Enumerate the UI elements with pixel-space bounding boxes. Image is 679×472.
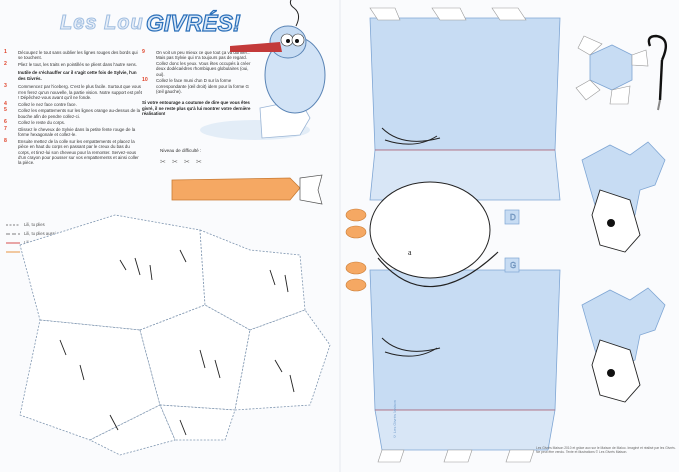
body-mark: a bbox=[408, 248, 412, 257]
intro-text: Inutile de s'échauffer car il s'agit cet… bbox=[18, 70, 137, 81]
title-part-1: Les Lou bbox=[60, 12, 144, 35]
iceberg-net bbox=[19, 214, 331, 456]
scissors-icon: ✂ bbox=[160, 159, 166, 166]
side-credit: © Les Givrés Maison bbox=[392, 400, 397, 440]
eye-net-top bbox=[581, 141, 666, 253]
scissors-icon: ✂ bbox=[184, 159, 190, 166]
title-part-2: GIVRÉS! bbox=[145, 9, 241, 36]
legend-row: Lili, tu plies bbox=[6, 222, 45, 227]
difficulty-label: Niveau de difficulté : bbox=[160, 148, 202, 153]
scissors-icon: ✂ bbox=[172, 159, 178, 166]
body-net bbox=[345, 7, 561, 463]
iceberg-hatch bbox=[59, 249, 295, 436]
sylvie-bird-illustration bbox=[200, 0, 326, 140]
final-note: Si votre entourage a coutume de dire que… bbox=[142, 100, 251, 117]
scissors-icon: ✂ bbox=[196, 159, 202, 166]
eye-label-d: D bbox=[510, 213, 516, 222]
copyright-footer: Les Givrés Maison 2010 et grâce aux sur … bbox=[536, 446, 676, 454]
beak-cutout bbox=[171, 174, 323, 205]
eye-label-g: G bbox=[510, 261, 516, 270]
hair-hexagon-net bbox=[575, 34, 668, 111]
page-title: Les Lou GIVRÉS! bbox=[60, 6, 250, 48]
eye-net-bottom bbox=[581, 287, 666, 403]
